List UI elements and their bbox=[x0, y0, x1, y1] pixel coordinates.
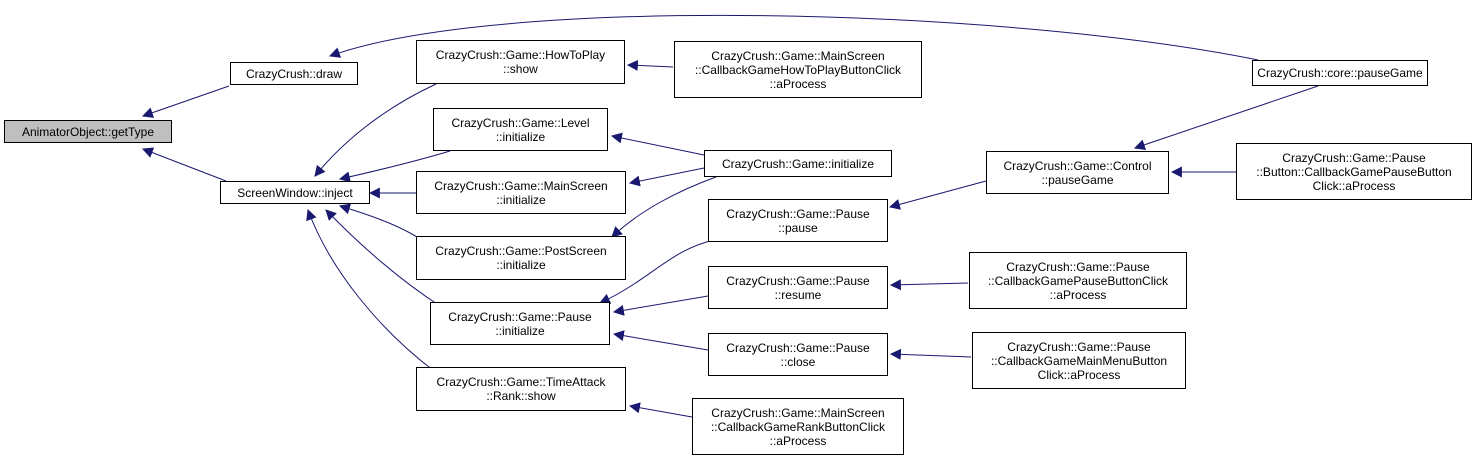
node-howtoplay-button-click[interactable]: CrazyCrush::Game::MainScreen ::CallbackG… bbox=[674, 41, 922, 98]
node-label: CrazyCrush::Game::MainScreen ::CallbackG… bbox=[710, 405, 886, 448]
node-howtoplay-show[interactable]: CrazyCrush::Game::HowToPlay ::show bbox=[416, 40, 625, 84]
node-label: CrazyCrush::Game::MainScreen ::initializ… bbox=[434, 178, 608, 207]
node-label: CrazyCrush::Game::Control ::pauseGame bbox=[1003, 158, 1152, 187]
edge-corepause-to-draw bbox=[328, 14, 1259, 61]
node-label: CrazyCrush::Game::Pause ::CallbackGamePa… bbox=[987, 259, 1169, 302]
node-label: CrazyCrush::Game::Pause ::CallbackGameMa… bbox=[990, 339, 1168, 382]
node-animator-object-get-type[interactable]: AnimatorObject::getType bbox=[4, 120, 172, 143]
edge-pauseresume-to-pauseinit bbox=[612, 295, 709, 316]
edge-pausecallbackclick-to-pauseresume bbox=[889, 279, 969, 291]
edge-controlpause-to-pausepause bbox=[888, 180, 987, 210]
node-label: CrazyCrush::Game::Pause ::Button::Callba… bbox=[1256, 150, 1452, 193]
node-label: ScreenWindow::inject bbox=[237, 185, 353, 200]
node-core-pausegame[interactable]: CrazyCrush::core::pauseGame bbox=[1252, 60, 1428, 86]
node-mainscreen-initialize[interactable]: CrazyCrush::Game::MainScreen ::initializ… bbox=[416, 171, 626, 214]
node-rank-button-click[interactable]: CrazyCrush::Game::MainScreen ::CallbackG… bbox=[692, 398, 904, 455]
node-pause-resume[interactable]: CrazyCrush::Game::Pause ::resume bbox=[708, 266, 888, 309]
edge-pauseinit-to-inject bbox=[325, 209, 441, 307]
edge-gameinit-to-postscreen bbox=[611, 176, 717, 238]
node-label: CrazyCrush::Game::initialize bbox=[721, 156, 875, 171]
edge-howtoplay-to-inject bbox=[314, 83, 437, 177]
node-pause-pause[interactable]: CrazyCrush::Game::Pause ::pause bbox=[708, 199, 888, 242]
node-game-initialize[interactable]: CrazyCrush::Game::initialize bbox=[704, 150, 892, 177]
edge-corepause-to-controlpause bbox=[1133, 85, 1319, 151]
edge-timeattack-to-inject bbox=[306, 208, 435, 372]
node-label: CrazyCrush::draw bbox=[245, 66, 343, 81]
node-label: AnimatorObject::getType bbox=[21, 124, 155, 139]
edge-pauseclose-to-pauseinit bbox=[612, 330, 709, 351]
edge-rankclick-to-timeattack bbox=[628, 402, 693, 418]
edge-level-to-inject bbox=[338, 150, 451, 183]
node-level-initialize[interactable]: CrazyCrush::Game::Level ::initialize bbox=[433, 108, 608, 151]
node-mainmenu-button-click[interactable]: CrazyCrush::Game::Pause ::CallbackGameMa… bbox=[972, 332, 1186, 389]
edge-gameinit-to-level bbox=[610, 132, 705, 156]
node-label: CrazyCrush::Game::TimeAttack ::Rank::sho… bbox=[436, 375, 606, 403]
node-label: CrazyCrush::Game::Pause ::resume bbox=[726, 273, 870, 302]
node-pause-callback-click[interactable]: CrazyCrush::Game::Pause ::CallbackGamePa… bbox=[969, 252, 1187, 309]
edge-draw-to-gettype bbox=[141, 85, 230, 118]
node-label: CrazyCrush::Game::HowToPlay ::show bbox=[435, 48, 606, 76]
node-label: CrazyCrush::core::pauseGame bbox=[1257, 66, 1423, 80]
node-screenwindow-inject[interactable]: ScreenWindow::inject bbox=[220, 181, 370, 204]
edge-howtoplayclick-to-howtoplay bbox=[626, 59, 674, 71]
node-label: CrazyCrush::Game::Pause ::initialize bbox=[448, 309, 592, 338]
node-pause-close[interactable]: CrazyCrush::Game::Pause ::close bbox=[708, 333, 888, 376]
edge-mainmenuclick-to-pauseclose bbox=[889, 348, 972, 360]
node-pause-initialize[interactable]: CrazyCrush::Game::Pause ::initialize bbox=[430, 302, 610, 345]
node-control-pausegame[interactable]: CrazyCrush::Game::Control ::pauseGame bbox=[986, 151, 1169, 194]
node-label: CrazyCrush::Game::MainScreen ::CallbackG… bbox=[694, 48, 902, 91]
node-label: CrazyCrush::Game::Pause ::pause bbox=[726, 206, 870, 235]
edge-inject-to-gettype bbox=[141, 147, 227, 182]
edge-pausepause-to-pauseinit bbox=[599, 239, 715, 304]
node-postscreen-initialize[interactable]: CrazyCrush::Game::PostScreen ::initializ… bbox=[416, 236, 626, 280]
node-crazycrush-draw[interactable]: CrazyCrush::draw bbox=[230, 62, 358, 85]
node-label: CrazyCrush::Game::PostScreen ::initializ… bbox=[435, 244, 607, 272]
node-label: CrazyCrush::Game::Pause ::close bbox=[726, 340, 870, 369]
edge-gameinit-to-mainscreen bbox=[628, 167, 705, 187]
node-pause-button-callback-click[interactable]: CrazyCrush::Game::Pause ::Button::Callba… bbox=[1236, 143, 1472, 200]
node-timeattack-rank-show[interactable]: CrazyCrush::Game::TimeAttack ::Rank::sho… bbox=[416, 367, 626, 411]
node-label: CrazyCrush::Game::Level ::initialize bbox=[451, 115, 590, 144]
